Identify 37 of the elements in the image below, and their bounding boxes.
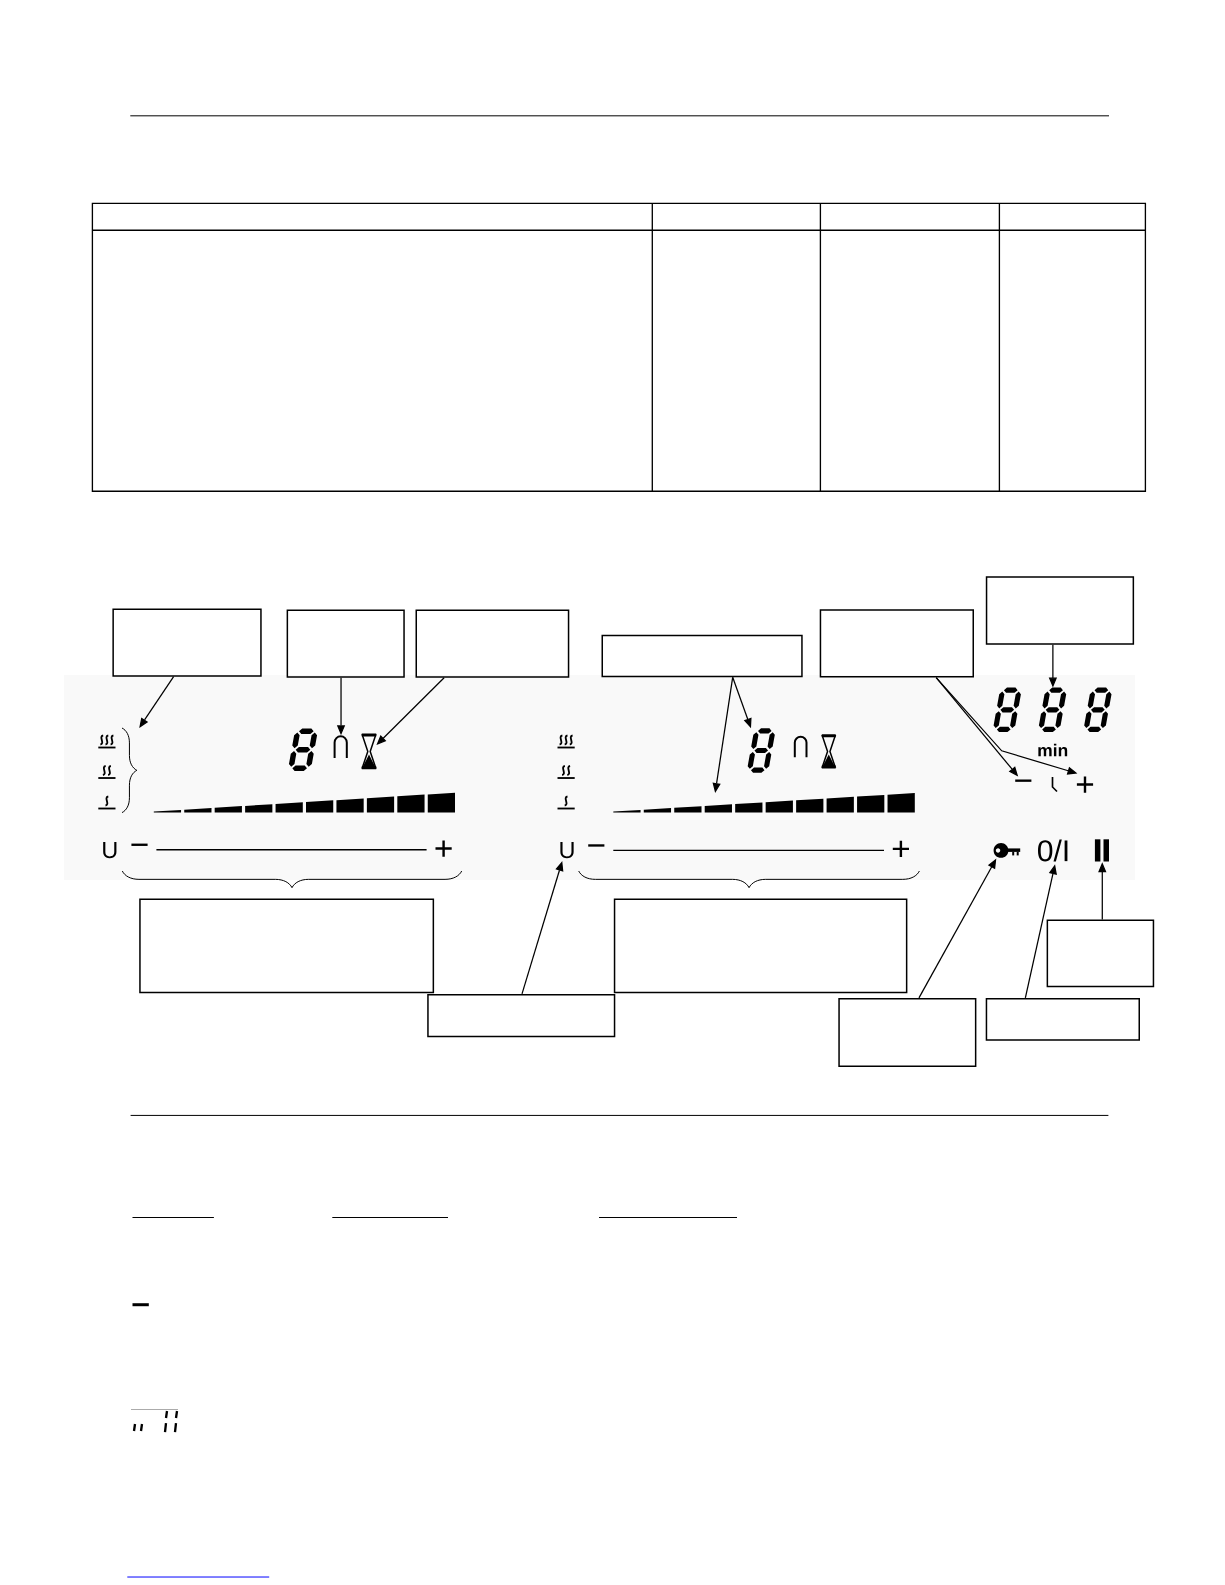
callout-box	[415, 609, 570, 678]
power-level-bar	[153, 792, 455, 813]
callout-box	[838, 997, 977, 1067]
callout-box	[139, 898, 435, 994]
arch-symbol	[333, 735, 348, 759]
plus-symbol: +	[435, 840, 452, 857]
callout-box	[985, 576, 1135, 645]
arch-symbol	[793, 735, 808, 759]
unit-label: min	[1038, 743, 1068, 757]
callout-box	[985, 997, 1140, 1041]
key-icon	[993, 843, 1021, 858]
callout-box	[286, 609, 405, 678]
callout-box	[601, 634, 803, 678]
digit-display	[993, 687, 1112, 732]
plus-symbol: +	[1076, 776, 1094, 793]
callout-box	[427, 993, 616, 1038]
arrow	[139, 676, 175, 728]
on-off-symbol: 0/I	[1038, 839, 1068, 862]
minus-symbol: −	[588, 844, 605, 847]
curly-brace	[121, 727, 138, 814]
minus-symbol: −	[1015, 779, 1032, 782]
callout-box	[112, 608, 262, 677]
letter-symbol: U	[103, 841, 117, 859]
hourglass-icon	[820, 734, 838, 769]
callout-box	[613, 898, 908, 994]
hourglass-icon	[360, 733, 378, 770]
plus-symbol: +	[892, 840, 909, 858]
power-level-bar	[613, 793, 915, 813]
minus-symbol: −	[131, 843, 148, 846]
seven-segment-digit	[747, 728, 775, 773]
callout-box	[819, 609, 974, 678]
arrow	[521, 861, 564, 995]
arrow	[376, 677, 445, 745]
seven-segment-digit	[288, 728, 318, 771]
callout-box	[1046, 919, 1155, 988]
letter-symbol: U	[560, 841, 574, 859]
pause-icon	[1094, 839, 1109, 862]
